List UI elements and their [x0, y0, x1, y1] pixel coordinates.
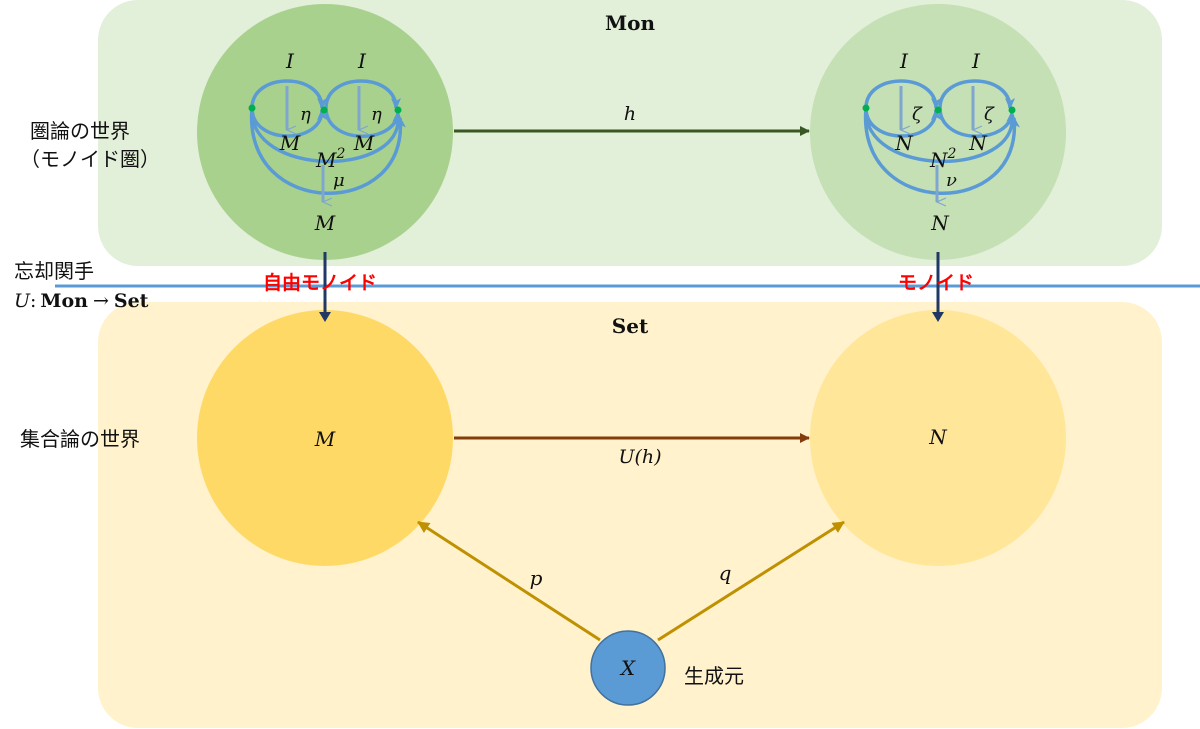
set-n-circle	[810, 310, 1066, 566]
m-squared-label: M2	[315, 146, 345, 172]
forgetful-functor-label: 忘却関手	[14, 259, 94, 283]
n-loop-left	[864, 107, 941, 138]
unit-loop-left	[250, 79, 327, 110]
node-middle-n	[934, 106, 942, 114]
n-bottom-label: N	[930, 211, 950, 235]
unit-loop-right	[324, 79, 401, 110]
monoid-m-diagram: I I η η M M M2 μ M	[248, 49, 406, 235]
set-x-label: X	[619, 656, 636, 680]
n-squared-label: N2	[929, 146, 957, 172]
m-squared-exp: 2	[335, 146, 345, 162]
set-m-label: M	[314, 427, 336, 451]
m-bottom-label: M	[314, 211, 336, 235]
n-squared-arc	[864, 107, 1019, 164]
set-world-label: 集合論の世界	[20, 427, 140, 451]
zeta-label-1: ζ	[912, 104, 923, 125]
nu-label: ν	[946, 170, 957, 191]
m-outer-arc	[250, 107, 406, 195]
q-label: q	[719, 561, 732, 585]
mu-label: μ	[333, 170, 345, 191]
functor-mon: Mon	[40, 290, 88, 312]
set-n-label: N	[928, 425, 948, 449]
monoid-n-circle	[810, 4, 1066, 260]
n-label-right: N	[968, 131, 988, 155]
generator-x-circle	[590, 630, 666, 706]
category-world-label: 圏論の世界	[30, 119, 130, 143]
functor-set: Set	[114, 290, 149, 312]
n-squared-exp: 2	[947, 146, 957, 162]
n-squared-base: N	[929, 148, 949, 172]
p-arrow	[417, 520, 601, 642]
unit-i-left: I	[285, 49, 295, 73]
m-loop-left	[250, 107, 327, 138]
p-label: p	[530, 566, 543, 590]
functor-arrow: →	[93, 290, 109, 312]
free-monoid-arrowhead	[319, 312, 331, 322]
m-squared-arc	[250, 107, 405, 164]
functor-signature: U:Mon→Set	[14, 290, 149, 312]
q-arrow	[657, 520, 845, 642]
node-middle	[320, 106, 328, 114]
eta-label-2: η	[371, 104, 382, 125]
eta-label-1: η	[300, 104, 311, 125]
zeta-label-2: ζ	[984, 104, 995, 125]
h-label: h	[624, 103, 636, 125]
monoid-arrowhead	[932, 312, 944, 322]
functor-u: U	[14, 290, 31, 312]
set-m-circle	[197, 310, 453, 566]
node-left-n	[862, 104, 870, 112]
monoidal-category-label: （モノイド圏）	[20, 147, 160, 171]
unit-loop-right-n	[938, 79, 1015, 110]
node-right	[394, 106, 402, 114]
node-left	[248, 104, 256, 112]
m-label-right: M	[353, 131, 375, 155]
set-panel-title: Set	[612, 314, 649, 338]
n-label-left: N	[894, 131, 914, 155]
unit-i-right: I	[357, 49, 367, 73]
functor-colon: :	[30, 290, 36, 312]
monoid-m-circle	[197, 4, 453, 260]
n-outer-arc	[864, 107, 1020, 195]
mon-panel-title: Mon	[605, 11, 655, 35]
monoid-label: モノイド	[898, 272, 974, 294]
unit-i-left-n: I	[899, 49, 909, 73]
m-label-left: M	[279, 131, 301, 155]
uh-label: U(h)	[618, 446, 661, 468]
node-right-n	[1008, 106, 1016, 114]
free-monoid-label: 自由モノイド	[263, 271, 377, 294]
unit-i-right-n: I	[971, 49, 981, 73]
generator-label: 生成元	[684, 664, 744, 688]
unit-loop-left-n	[864, 79, 941, 110]
monoid-n-diagram: I I ζ ζ N N N2 ν N	[862, 49, 1020, 235]
m-squared-base: M	[315, 148, 337, 172]
